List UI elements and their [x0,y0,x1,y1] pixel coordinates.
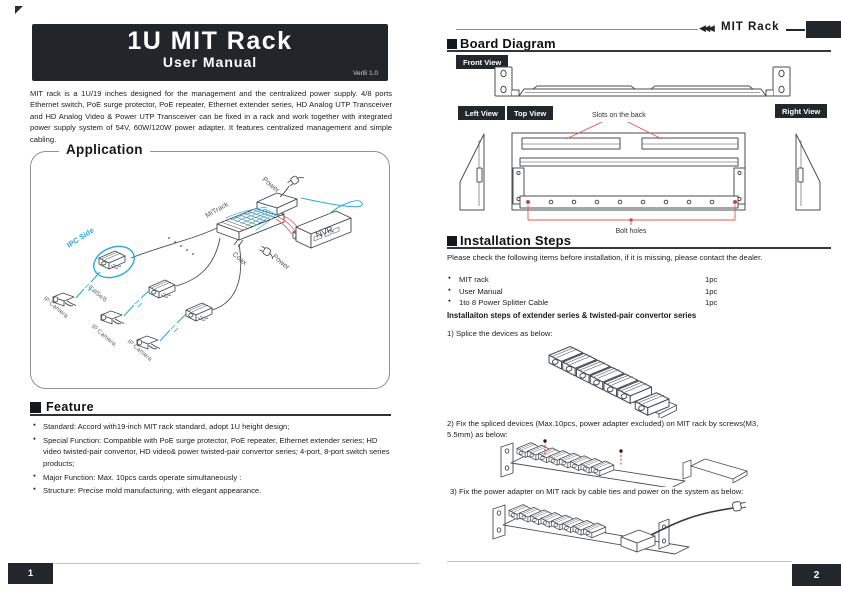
label-ipc-side: IPC Side [65,226,95,250]
step-1-text: 1) Splice the devices as below: [447,329,553,338]
checklist-row: User Manual 1pc [447,287,831,299]
page2-footer-line [447,561,792,563]
back-arrows-icon: ◀◀◀ [699,23,715,33]
right-view-badge: Right View [775,104,828,118]
bolt-holes-red [526,200,737,204]
checklist-row: 1to 8 Power Splitter Cable 1pc [447,298,831,310]
feature-rule [30,414,391,417]
feature-list: Standard: Accord with19-inch MIT rack st… [33,421,391,499]
installation-rule [447,247,831,249]
top-view-badge: Top View [507,106,554,120]
board-views-drawing: Bolt holes [459,122,821,235]
nvr-drawing [295,210,352,249]
screw-icon [543,439,547,443]
screw-lines-red [544,441,622,465]
label-ip-camera-2: IP Camera [90,323,118,348]
bracket-center-dot [629,218,633,222]
power-splitter-drawing [256,192,298,216]
slots-label: Slots on the back [592,112,646,119]
label-coax: Coax [231,251,248,267]
empty-tray-outline [682,458,748,484]
application-diagram: Power MITrack NVR Coax Power IPC Side Ca… [42,171,363,363]
step-3-text: 3) Fix the power adapter on MIT rack by … [450,487,744,496]
corner-mark-icon [15,6,23,14]
section-square-icon [447,38,457,49]
step-1-drawing [548,346,677,418]
ipc-side-transceiver [98,250,126,270]
nvr-cable-blue [300,197,363,215]
step-2-text: 2) Fix the spliced devices (Max.10pcs, p… [447,419,759,439]
installation-title: Installation Steps [460,233,572,248]
intro-paragraph: MIT rack is a 1U/19 inches designed for … [30,89,392,144]
section-square-icon [447,235,457,246]
board-diagram-rule [447,50,831,52]
header-line [456,29,698,30]
label-power-nvr: Power [271,253,291,272]
feature-item: Structure: Precise mold manufacturing, w… [33,485,391,496]
checklist-qty: 1pc [705,298,718,307]
application-box: Application [30,142,390,389]
installation-heading: Installation Steps [447,233,571,248]
transceiver-2 [148,279,176,299]
power-plug-icon [286,171,305,188]
step-2-drawing [500,439,748,487]
label-cat5e6: Cat5e/6 [87,284,109,304]
cable-break-marks [84,283,179,333]
checklist-item: User Manual [459,286,503,296]
checklist: MIT rack 1pc User Manual 1pc 1to 8 Power… [447,275,831,310]
ipc-highlight-circle [93,245,135,279]
checklist-item: 1to 8 Power Splitter Cable [459,298,549,307]
page1-number: 1 [8,563,53,584]
power-plug-icon [732,501,747,512]
feature-item: Major Function: Max. 10pcs cards operate… [33,472,391,483]
feature-title: Feature [46,400,94,414]
bolt-bracket-red [527,205,736,225]
application-title: Application [59,142,150,157]
checklist-item: MIT rack [459,275,489,284]
board-diagram-title: Board Diagram [460,36,556,51]
board-diagram-heading: Board Diagram [447,36,556,51]
checklist-qty: 1pc [705,286,718,296]
feature-heading: Feature [30,400,94,414]
feature-item: Special Function: Compatible with PoE su… [33,435,391,469]
left-view-badge: Left View [458,106,505,120]
black-cables [130,227,242,311]
front-view-badge: Front View [456,55,509,69]
page2-number: 2 [792,564,841,586]
top-view-drawing [459,132,821,211]
installation-subheading: Installaiton steps of extender series & … [447,311,697,320]
utp-cables-blue [225,206,278,231]
slot-pointer-lines [565,122,663,140]
manual-title-block: 1U MIT Rack User Manual VerB 1.0 [32,24,388,81]
front-view-drawing [494,66,791,97]
dotted-line [168,237,194,255]
header-corner-box [806,21,841,38]
installation-intro: Please check the following items before … [447,253,763,262]
feature-item: Standard: Accord with19-inch MIT rack st… [33,421,391,432]
step-3-drawing [492,501,747,555]
checklist-qty: 1pc [705,275,718,284]
splitter-power-cord [279,185,290,198]
transceiver-3 [185,302,213,322]
bolt-holes-label: Bolt holes [616,228,647,235]
manual-subtitle: User Manual [162,54,258,70]
label-mitrack: MITrack [205,201,231,220]
label-power-top: Power [261,176,281,195]
header-dash [786,29,805,31]
ip-camera-2-drawing [100,310,125,325]
section-square-icon [30,401,41,413]
page1-footer-line [54,563,420,565]
manual-version: VerB 1.0 [353,70,378,77]
cat5-cables-blue [75,271,187,342]
manual-title: 1U MIT Rack [127,27,293,55]
screw-icon [619,449,623,453]
header-tab: MIT Rack [721,21,780,33]
checklist-row: MIT rack 1pc [447,275,831,287]
power-cord [650,507,734,536]
power-adapter-drawing [620,518,670,553]
